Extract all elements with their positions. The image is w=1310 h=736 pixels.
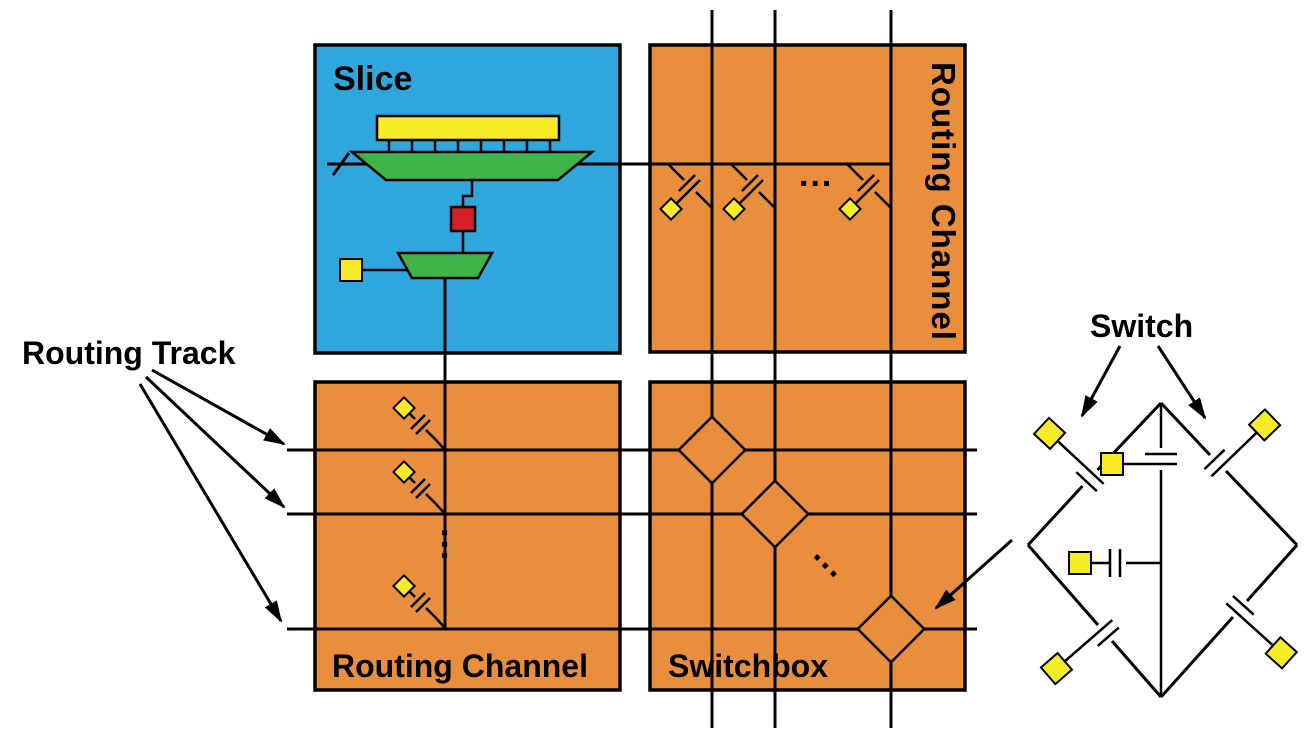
routing-track-arrow-3 <box>138 383 283 623</box>
detail-edge <box>1110 640 1163 698</box>
detail-interior <box>1068 403 1177 697</box>
switchbox-block <box>648 380 967 692</box>
mux-to-ff-wire <box>461 180 474 207</box>
switch-annotation: Switch <box>1080 308 1207 420</box>
feedback-mux <box>395 251 495 280</box>
switch-arrow-right <box>1156 345 1207 420</box>
flipflop <box>449 205 477 233</box>
switch-detail-fill <box>1028 403 1297 697</box>
slice-block <box>313 43 622 355</box>
vertical-channel-switches: ... <box>659 156 893 221</box>
pass-transistor <box>1039 610 1121 686</box>
config-cell <box>339 258 363 282</box>
pass-transistor <box>1202 408 1282 486</box>
ellipsis: ... <box>799 156 833 194</box>
horizontal-channel-switches: ... <box>392 396 472 629</box>
switch-connector <box>435 503 446 515</box>
lut-bar <box>375 114 561 142</box>
switchpoint-diamond <box>855 593 927 665</box>
switch-arrow-left <box>1080 345 1122 418</box>
switchpoint-diamond <box>739 478 811 550</box>
horizontal-routing-channel-block <box>313 380 622 692</box>
routing-track-label: Routing Track <box>22 335 236 371</box>
slice-internals <box>339 114 596 282</box>
output-mux <box>348 150 596 182</box>
routing-track-arrow-2 <box>144 375 286 509</box>
pass-transistor <box>1217 593 1299 670</box>
detail-edge <box>1224 469 1299 547</box>
ellipsis: ... <box>434 528 472 562</box>
switch-label: Switch <box>1090 308 1193 344</box>
lut-input-ticks <box>387 140 552 152</box>
routing-track-arrow-1 <box>151 368 286 446</box>
switchbox-label: Switchbox <box>668 648 828 684</box>
config-cell <box>1068 551 1092 575</box>
routing-track-annotation: Routing Track <box>22 335 286 623</box>
slice-label: Slice <box>333 60 412 98</box>
detail-edge <box>1159 615 1235 699</box>
switchpoint-diamond <box>676 414 748 486</box>
pass-transistor <box>1032 416 1113 494</box>
config-cell <box>1100 452 1124 476</box>
detail-edge <box>1159 401 1212 457</box>
switch-detail <box>1026 401 1299 699</box>
vertical-routing-channel-block <box>648 43 967 354</box>
switch-connector <box>435 617 446 629</box>
detail-edge <box>1026 484 1084 547</box>
detail-edge <box>1245 544 1299 602</box>
switchpoint-pointer-arrow <box>934 538 1014 610</box>
detail-edge <box>1026 544 1100 626</box>
vertical-channel-label: Routing Channel <box>925 62 962 341</box>
horizontal-channel-label: Routing Channel <box>332 648 588 684</box>
bus-width-slash <box>331 152 351 176</box>
switch-connector <box>435 439 446 451</box>
